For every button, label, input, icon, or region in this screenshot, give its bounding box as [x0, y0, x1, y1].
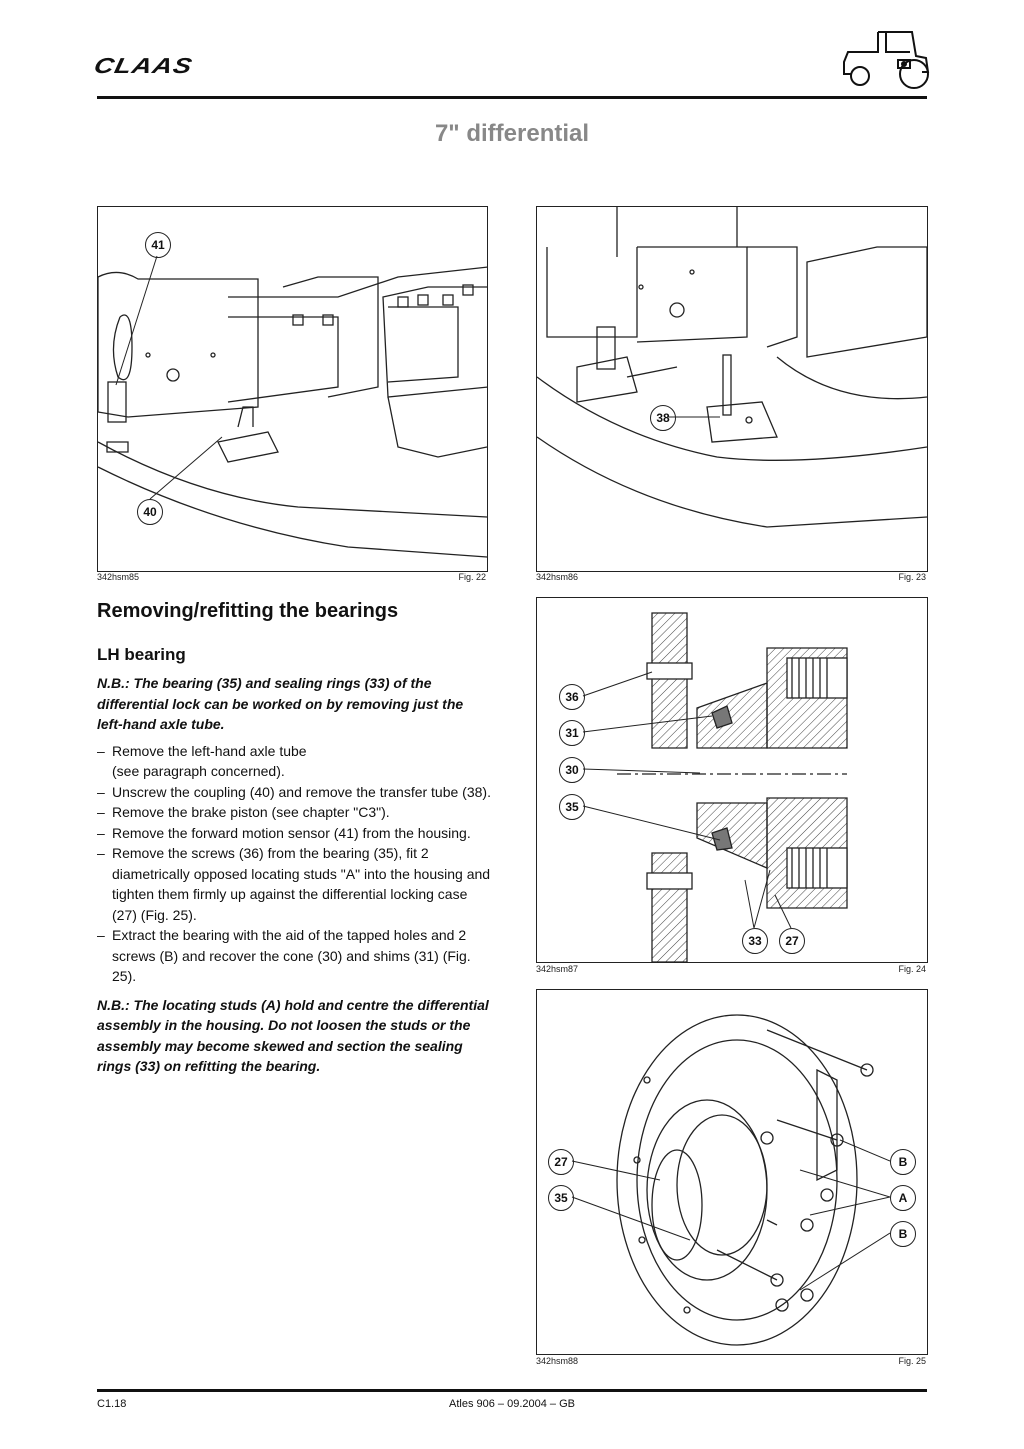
page-number: C1.18 [97, 1398, 127, 1410]
footer-rule [97, 1389, 927, 1392]
note-locating-studs: N.B.: The locating studs (A) hold and ce… [97, 996, 489, 1075]
callout-35: 35 [559, 794, 585, 820]
callout-33: 33 [742, 928, 768, 954]
header-rule [97, 96, 927, 99]
claas-logo: CLAAS [91, 54, 195, 78]
figure-23-label: Fig. 23 [898, 572, 926, 582]
callout-a: A [890, 1185, 916, 1211]
callout-b-top: B [890, 1149, 916, 1175]
figure-24-image [536, 597, 928, 963]
step-item: Remove the forward motion sensor (41) fr… [97, 823, 492, 844]
document-title: 7" differential [434, 120, 590, 147]
callout-31: 31 [559, 720, 585, 746]
section-title: Removing/refitting the bearings [97, 600, 399, 622]
figure-25-code: 342hsm88 [536, 1356, 579, 1366]
figure-24-code: 342hsm87 [536, 964, 579, 974]
subsection-title: LH bearing [97, 645, 186, 664]
figure-22-code: 342hsm85 [97, 572, 140, 582]
callout-27-fig25: 27 [548, 1149, 574, 1175]
text-column: Removing/refitting the bearings LH beari… [97, 600, 492, 1077]
figure-24-label: Fig. 24 [898, 964, 926, 974]
figure-23-image [536, 206, 928, 572]
callout-27: 27 [779, 928, 805, 954]
figure-25-label: Fig. 25 [898, 1356, 926, 1366]
figure-22-label: Fig. 22 [458, 572, 486, 582]
callout-35-fig25: 35 [548, 1185, 574, 1211]
step-item: Remove the screws (36) from the bearing … [97, 843, 492, 925]
callout-38: 38 [650, 405, 676, 431]
callout-b-bottom: B [890, 1221, 916, 1247]
step-item: Remove the brake piston (see chapter "C3… [97, 802, 492, 823]
note-bearing: N.B.: The bearing (35) and sealing rings… [97, 675, 464, 732]
callout-40: 40 [137, 499, 163, 525]
step-list: Remove the left-hand axle tube (see para… [97, 741, 492, 987]
step-item: Remove the left-hand axle tube (see para… [97, 741, 492, 782]
document-reference: Atles 906 – 09.2004 – GB [449, 1398, 575, 1410]
callout-30: 30 [559, 757, 585, 783]
figure-23-code: 342hsm86 [536, 572, 579, 582]
callout-36: 36 [559, 684, 585, 710]
callout-41: 41 [145, 232, 171, 258]
step-item: Extract the bearing with the aid of the … [97, 925, 492, 987]
figure-25-image [536, 989, 928, 1355]
step-item: Unscrew the coupling (40) and remove the… [97, 782, 492, 803]
tractor-icon [838, 28, 930, 92]
